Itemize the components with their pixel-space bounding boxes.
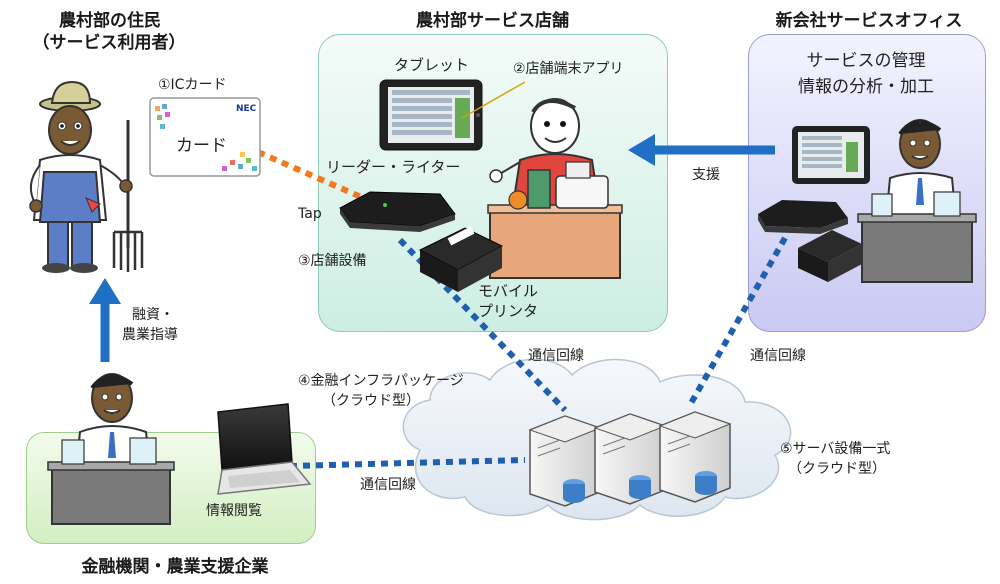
- mobile-printer-label-2: プリンタ: [478, 302, 539, 320]
- comm-line-finance-label: 通信回線: [360, 477, 416, 493]
- loan-arrow: [89, 278, 121, 362]
- loan-label-2: 農業指導: [122, 327, 178, 343]
- service-mgmt-label-2: 情報の分析・加工: [798, 77, 934, 97]
- finance-to-server-line: [289, 457, 526, 469]
- server-set-label-2: （クラウド型）: [788, 461, 886, 477]
- support-arrow: [628, 134, 775, 166]
- office-title: 新会社サービスオフィス: [775, 11, 963, 31]
- farmer-figure: [29, 80, 144, 273]
- service-mgmt-label-1: サービスの管理: [806, 51, 926, 71]
- office-tablet: [792, 126, 870, 184]
- mobile-printer-label-1: モバイル: [478, 282, 539, 300]
- comm-line-store-label: 通信回線: [528, 348, 584, 364]
- office-to-server-line: [687, 236, 788, 407]
- banker-desk: [47, 437, 175, 525]
- server-set-label-1: ⑤サーバ設備一式: [780, 441, 891, 457]
- ic-card-label: ①ICカード: [158, 77, 227, 93]
- infra-package-label-1: ④金融インフラパッケージ: [298, 373, 464, 389]
- infra-package-label-2: （クラウド型）: [322, 393, 420, 409]
- office-printer-device: [798, 230, 862, 282]
- support-label: 支援: [692, 167, 720, 183]
- store-app-label: ②店舗端末アプリ: [513, 61, 624, 77]
- ic-card: [149, 97, 261, 177]
- store-app-pointer: [461, 81, 526, 119]
- card-text: カード: [176, 136, 227, 156]
- server-2: [593, 413, 667, 505]
- office-reader-device: [758, 200, 848, 234]
- store-tablet: [379, 79, 483, 151]
- mobile-printer-device: [418, 226, 504, 292]
- reader-writer-device: [339, 191, 456, 232]
- store-equipment-label: ③店舗設備: [298, 253, 367, 269]
- server-1: [528, 415, 602, 507]
- tap-label: Tap: [298, 206, 322, 222]
- banker-figure: [74, 373, 152, 471]
- laptop-device: [217, 403, 312, 495]
- office-worker-figure: [884, 119, 958, 221]
- store-counter: [487, 161, 623, 279]
- resident-subtitle: （サービス利用者）: [32, 33, 186, 53]
- resident-title: 農村部の住民: [59, 11, 161, 31]
- server-3: [658, 411, 732, 503]
- loan-label-1: 融資・: [132, 307, 174, 323]
- tablet-label: タブレット: [394, 56, 470, 74]
- info-browse-label: 情報閲覧: [206, 503, 262, 519]
- comm-line-office-label: 通信回線: [750, 348, 806, 364]
- reader-writer-label: リーダー・ライター: [326, 158, 461, 176]
- finance-title: 金融機関・農業支援企業: [81, 557, 269, 577]
- card-logo-text: NEC: [236, 104, 257, 114]
- store-area: [318, 34, 668, 332]
- store-title: 農村部サービス店舗: [416, 11, 569, 31]
